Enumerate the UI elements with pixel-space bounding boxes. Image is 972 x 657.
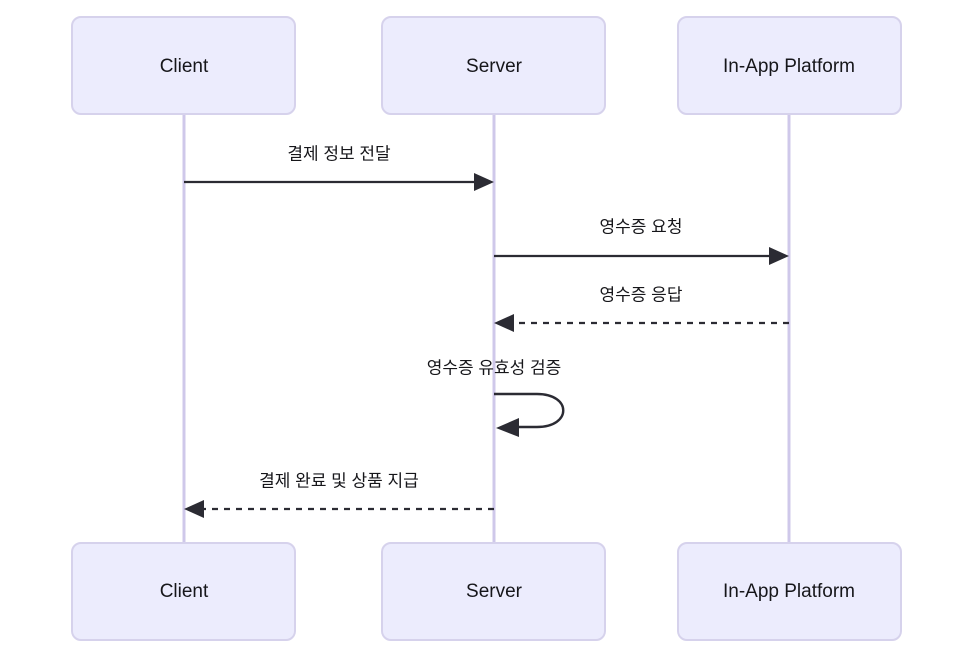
message-3-group: 영수증 응답 [494,285,789,332]
actor-box-server-top[interactable] [381,16,606,115]
actor-label-client-top: Client [160,56,209,77]
actor-label-in-app-platform-top: In-App Platform [723,56,855,77]
actor-label-server-bottom: Server [466,581,523,602]
actor-footer-client[interactable]: Client [71,542,296,641]
actor-box-client-bottom[interactable] [71,542,296,641]
message-5-arrowhead-icon [184,500,204,518]
message-4-self-loop-line [494,392,565,429]
message-3-arrowhead-icon [494,314,514,332]
message-4-label: 영수증 유효성 검증 [427,358,562,377]
actor-header-client[interactable]: Client [71,16,296,115]
actor-label-server-top: Server [466,56,523,77]
message-3-label: 영수증 응답 [600,285,683,304]
message-4-group: 영수증 유효성 검증 [427,358,565,437]
message-1-arrowhead-icon [474,173,494,191]
actor-box-client-top[interactable] [71,16,296,115]
actor-footer-server[interactable]: Server [381,542,606,641]
message-2-arrowhead-icon [769,247,789,265]
message-2-group: 영수증 요청 [494,217,789,265]
actor-label-in-app-platform-bottom: In-App Platform [723,581,855,602]
actor-header-in-app-platform[interactable]: In-App Platform [677,16,902,115]
message-1-label: 결제 정보 전달 [287,144,391,163]
message-4-arrowhead-icon [496,418,519,437]
message-1-group: 결제 정보 전달 [184,144,494,191]
message-2-label: 영수증 요청 [600,217,683,236]
actor-label-client-bottom: Client [160,581,209,602]
message-5-label: 결제 완료 및 상품 지급 [259,471,419,490]
actor-header-server[interactable]: Server [381,16,606,115]
actor-box-in-app-platform-top[interactable] [677,16,902,115]
actor-box-in-app-platform-bottom[interactable] [677,542,902,641]
actor-footer-in-app-platform[interactable]: In-App Platform [677,542,902,641]
message-5-group: 결제 완료 및 상품 지급 [184,471,494,518]
lifelines-group [182,114,791,545]
actor-box-server-bottom[interactable] [381,542,606,641]
